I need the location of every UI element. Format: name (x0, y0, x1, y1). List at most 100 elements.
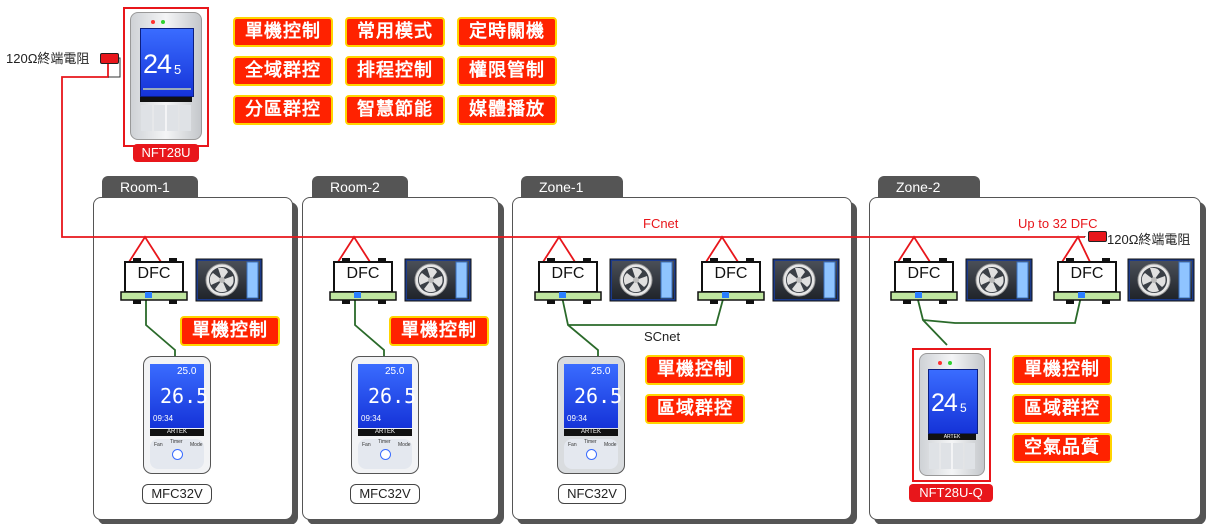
remote-time: 09:34 (567, 414, 588, 423)
brand-strip (140, 97, 192, 102)
button-grid (141, 105, 193, 131)
fan-button[interactable]: Fan (568, 442, 577, 448)
remote-screen: 25.0 26.5 09:34 (150, 364, 208, 428)
timer-button[interactable]: Timer (378, 439, 391, 445)
remote-set-temp: 25.0 (591, 366, 611, 377)
scnet-room1 (145, 292, 176, 356)
fan-zone2-a (965, 258, 1033, 302)
feature-badge: 常用模式 (345, 17, 445, 47)
feature-badge: 智慧節能 (345, 95, 445, 125)
fcnet-line (61, 62, 1085, 238)
fcnet-drop-3 (542, 235, 576, 263)
fan-button[interactable]: Fan (362, 442, 371, 448)
feature-badge: 分區群控 (233, 95, 333, 125)
feature-badge: 定時關機 (457, 17, 557, 47)
resistor-icon (1088, 231, 1107, 242)
fan-zone2-b (1127, 258, 1195, 302)
temp-decimal: 5 (174, 62, 182, 77)
feature-badge: 單機控制 (180, 316, 280, 346)
remote-room-temp: 26.5 (574, 384, 623, 408)
mode-button[interactable]: Mode (190, 442, 203, 448)
terminator-label-top: 120Ω終端電阻 (6, 51, 90, 66)
timer-button[interactable]: Timer (170, 439, 183, 445)
nft28uq-device-frame: 24 5 ARTEK (912, 348, 991, 482)
fan-button[interactable]: Fan (154, 442, 163, 448)
remote-room-temp: 26.5 (368, 384, 417, 408)
tab-zone1: Zone-1 (521, 176, 623, 198)
remote-room-temp: 26.5 (160, 384, 209, 408)
screen-bar (143, 88, 191, 90)
fan-zone1-a (609, 258, 677, 302)
remote-time: 09:34 (361, 414, 382, 423)
led-green-icon (161, 20, 165, 24)
fcnet-drop-1 (128, 235, 162, 263)
nft28u-screen: 24 5 (140, 28, 194, 97)
nft28u-model-label: NFT28U (133, 144, 199, 162)
remote-room1: 25.0 26.5 09:34 ARTEK Fan Timer Mode (143, 356, 211, 474)
tab-zone1-label: Zone-1 (539, 179, 584, 195)
remote-zone1: 25.0 26.5 09:34 ARTEK Fan Timer Mode (557, 356, 625, 474)
feature-badge: 單機控制 (389, 316, 489, 346)
mode-button[interactable]: Mode (604, 442, 617, 448)
feature-badge: 排程控制 (345, 56, 445, 86)
remote-brand: ARTEK (150, 429, 204, 436)
feature-badge: 單機控制 (645, 355, 745, 385)
nft28u-device-frame: 24 5 (123, 7, 209, 147)
power-icon[interactable] (380, 449, 391, 460)
feature-badge: 全域群控 (233, 56, 333, 86)
feature-badge: 單機控制 (1012, 355, 1112, 385)
temp-main: 24 (931, 389, 958, 417)
nft28uq-device-body: 24 5 ARTEK (919, 353, 985, 476)
fcnet-drop-4 (705, 235, 739, 263)
remote-set-temp: 25.0 (177, 366, 197, 377)
remote-time: 09:34 (153, 414, 174, 423)
nft28uq-model-label: NFT28U-Q (909, 484, 993, 502)
fcnet-drop-5 (897, 235, 931, 263)
scnet-label: SCnet (644, 329, 681, 344)
tab-room2-label: Room-2 (330, 179, 380, 195)
model-label: MFC32V (350, 484, 420, 504)
mode-button[interactable]: Mode (398, 442, 411, 448)
temp-decimal: 5 (960, 401, 967, 415)
power-icon[interactable] (172, 449, 183, 460)
remote-pad: Fan Timer Mode (564, 439, 618, 469)
scnet-zone1 (560, 291, 726, 356)
remote-brand: ARTEK (564, 429, 618, 436)
feature-badge: 權限管制 (457, 56, 557, 86)
up-to-label: Up to 32 DFC (1018, 216, 1098, 231)
feature-badge: 媒體播放 (457, 95, 557, 125)
dfc-label: DFC (714, 265, 748, 282)
remote-room2: 25.0 26.5 09:34 ARTEK Fan Timer Mode (351, 356, 419, 474)
fcnet-label: FCnet (643, 216, 679, 231)
led-red-icon (938, 361, 942, 365)
feature-badge: 空氣品質 (1012, 433, 1112, 463)
model-label: NFC32V (558, 484, 626, 504)
remote-screen: 25.0 26.5 09:34 (564, 364, 622, 428)
dfc-label: DFC (346, 265, 380, 282)
scnet-zone2 (915, 291, 1083, 346)
nft28uq-screen: 24 5 (928, 369, 978, 434)
feature-badge: 區域群控 (1012, 394, 1112, 424)
button-grid (929, 443, 977, 469)
remote-pad: Fan Timer Mode (150, 439, 204, 469)
model-label: MFC32V (142, 484, 212, 504)
resistor-icon (100, 53, 119, 64)
nft28u-device-body: 24 5 (130, 12, 202, 140)
fcnet-drop-6 (1061, 235, 1091, 263)
terminator-label-right: 120Ω終端電阻 (1107, 232, 1191, 247)
led-red-icon (151, 20, 155, 24)
fan-room2 (404, 258, 472, 302)
power-icon[interactable] (586, 449, 597, 460)
tab-zone2: Zone-2 (878, 176, 980, 198)
feature-badge: 單機控制 (233, 17, 333, 47)
dfc-label: DFC (907, 265, 941, 282)
fan-zone1-b (772, 258, 840, 302)
dfc-label: DFC (1070, 265, 1104, 282)
tab-room2: Room-2 (312, 176, 408, 198)
fan-room1 (195, 258, 263, 302)
timer-button[interactable]: Timer (584, 439, 597, 445)
scnet-room2 (354, 292, 385, 356)
feature-badge: 區域群控 (645, 394, 745, 424)
dfc-label: DFC (137, 265, 171, 282)
